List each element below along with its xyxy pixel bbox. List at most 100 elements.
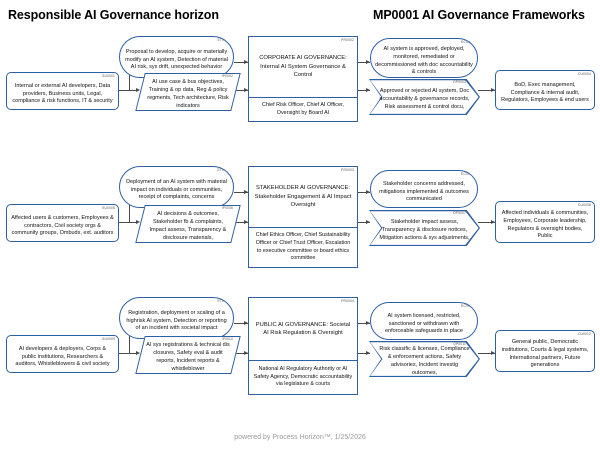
chevron-fill: [370, 211, 479, 245]
node-code: CU0012: [578, 331, 591, 336]
connector-event-to-process-2: [234, 192, 248, 193]
connector-riser-event-1: [129, 62, 130, 90]
connector-process-to-outcome-1: [358, 62, 370, 63]
arrowhead: [366, 219, 370, 224]
connector-supplier-to-input-3: [119, 353, 138, 354]
node-text: Registration, deployment or scaling of a…: [126, 309, 227, 332]
node-text: BoD, Exec management, Compliance & inter…: [501, 81, 589, 104]
node-code: SU0005: [102, 205, 115, 210]
connector-output-to-customer-3: [478, 353, 496, 354]
connector-process-to-output-2: [358, 222, 370, 223]
arrowhead: [136, 219, 140, 224]
node-code: ET0003: [217, 167, 230, 172]
output-node-op0003[interactable]: OP0003 Approved or rejected AI system, D…: [369, 79, 480, 115]
connector-process-to-output-3: [358, 353, 370, 354]
output-node-op0007[interactable]: OP0007 Stakeholder impact assess, Transp…: [369, 210, 480, 246]
node-text: General public, Democratic institutions,…: [501, 338, 589, 369]
process-node-pr0003[interactable]: PR0003 STAKEHOLDER AI GOVERNANCE: Stakeh…: [248, 166, 358, 268]
customer-node-cu0012[interactable]: CU0012 General public, Democratic instit…: [495, 330, 595, 372]
process-role: Chief Ethics Officer, Chief Sustainabili…: [255, 232, 351, 262]
process-node-pr0002[interactable]: PR0002 CORPORATE AI GOVERNANCE: Internal…: [248, 36, 358, 122]
node-code: IP0002: [221, 73, 233, 78]
arrowhead: [366, 320, 370, 325]
connector-input-to-process-3: [234, 353, 248, 354]
arrowhead: [244, 59, 248, 64]
arrowhead: [491, 219, 495, 224]
process-role: Chief Risk Officer, Chief AI Officer, Ov…: [262, 101, 344, 116]
arrowhead: [244, 189, 248, 194]
event-node-et0003[interactable]: ET0003 Deployment of an AI system with m…: [119, 166, 234, 208]
outcome-node-ec0004[interactable]: EC0004 Stakeholder concerns addressed, m…: [370, 170, 478, 208]
page-title-right: MP0001 AI Governance Frameworks: [373, 8, 585, 22]
node-text: AI decisions & outcomes, Stakeholder fb …: [149, 211, 227, 241]
connector-input-to-process-1: [234, 90, 248, 91]
node-code: PR0004: [341, 298, 354, 303]
node-code: IP0006: [221, 205, 233, 210]
connector-riser-event-3: [129, 323, 130, 353]
node-code: CU0004: [578, 71, 591, 76]
outcome-node-ec0002[interactable]: EC0002 AI system is approved, deployed, …: [370, 38, 478, 78]
input-node-ip0002[interactable]: IP0002 AI use case & bus objectives, Tra…: [135, 73, 241, 111]
node-code: ET0001: [217, 37, 230, 42]
event-node-et0005[interactable]: ET0005 Registration, deployment or scali…: [119, 297, 234, 339]
connector-event-to-process-1: [234, 62, 248, 63]
chevron-fill: [370, 342, 479, 376]
process-title: STAKEHOLDER AI GOVERNANCE: Stakeholder E…: [254, 185, 352, 209]
node-code: PR0003: [341, 167, 354, 172]
arrowhead: [136, 350, 140, 355]
connector-supplier-to-event-1: [119, 90, 129, 91]
connector-output-to-customer-2: [478, 222, 496, 223]
node-code: EC0006: [461, 303, 474, 308]
connector-output-to-customer-1: [478, 90, 496, 91]
process-role: National AI Regulatory Authority or AI S…: [253, 365, 353, 388]
arrowhead: [136, 87, 140, 92]
customer-node-cu0004[interactable]: CU0004 BoD, Exec management, Compliance …: [495, 70, 595, 110]
node-code: OP0011: [453, 341, 466, 346]
page-title-left: Responsible AI Governance horizon: [8, 8, 219, 22]
node-code: EC0002: [461, 39, 474, 44]
outcome-node-ec0006[interactable]: EC0006 AI system licensed, restricted, s…: [370, 302, 478, 340]
arrowhead: [366, 350, 370, 355]
connector-process-to-outcome-3: [358, 323, 370, 324]
input-node-ip0010[interactable]: IP0010 AI sys registrations & technical …: [135, 336, 241, 374]
connector-event-to-process-3: [234, 323, 248, 324]
footer-attribution: powered by Process Horizon™, 1/25/2026: [234, 434, 366, 441]
process-node-pr0004[interactable]: PR0004 PUBLIC AI GOVERNANCE: Societal AI…: [248, 297, 358, 395]
supplier-node-su0009[interactable]: SU0009 AI developers & deployers, Corps …: [6, 335, 119, 373]
connector-process-to-outcome-2: [358, 192, 370, 193]
node-code: EC0004: [461, 171, 474, 176]
arrowhead: [244, 219, 248, 224]
arrowhead: [244, 320, 248, 325]
node-text: AI sys registrations & technical dis clo…: [146, 342, 230, 372]
process-title: CORPORATE AI GOVERNANCE: Internal AI Sys…: [259, 55, 347, 79]
node-text: AI system licensed, restricted, sanction…: [385, 312, 463, 335]
arrowhead: [366, 59, 370, 64]
node-text: Deployment of an AI system with material…: [126, 178, 227, 201]
node-text: Stakeholder impact assess, Transparency …: [379, 219, 470, 241]
customer-node-cu0008[interactable]: CU0008 Affected individuals & communitie…: [495, 201, 595, 243]
input-node-ip0006[interactable]: IP0006 AI decisions & outcomes, Stakehol…: [135, 205, 241, 243]
arrowhead: [366, 87, 370, 92]
arrowhead: [244, 87, 248, 92]
arrowhead: [491, 350, 495, 355]
node-code: ET0005: [217, 298, 230, 303]
arrowhead: [366, 189, 370, 194]
node-text: Affected individuals & communities, Empl…: [501, 209, 589, 240]
node-code: PR0002: [341, 37, 354, 42]
process-title: PUBLIC AI GOVERNANCE: Societal AI Risk R…: [255, 321, 351, 336]
node-text: AI use case & bus objectives, Training &…: [147, 79, 229, 109]
output-node-op0011[interactable]: OP0011 Risk classific & licenses, Compli…: [369, 341, 480, 377]
supplier-node-su0005[interactable]: SU0005 Affected users & customers, Emplo…: [6, 204, 119, 242]
node-code: SU0001: [102, 73, 115, 78]
node-text: AI system is approved, deployed, monitor…: [375, 45, 473, 76]
arrowhead: [244, 350, 248, 355]
event-node-et0001[interactable]: ET0001 Proposal to develop, acquire or m…: [119, 36, 234, 78]
connector-process-to-output-1: [358, 90, 370, 91]
node-text: Risk classific & licenses, Compliance & …: [379, 346, 470, 376]
connector-riser-event-2: [129, 192, 130, 222]
node-text: Proposal to develop, acquire or material…: [125, 48, 228, 71]
supplier-node-su0001[interactable]: SU0001 Internal or external AI developer…: [6, 72, 119, 110]
node-code: IP0010: [221, 336, 233, 341]
node-code: OP0003: [453, 79, 466, 84]
